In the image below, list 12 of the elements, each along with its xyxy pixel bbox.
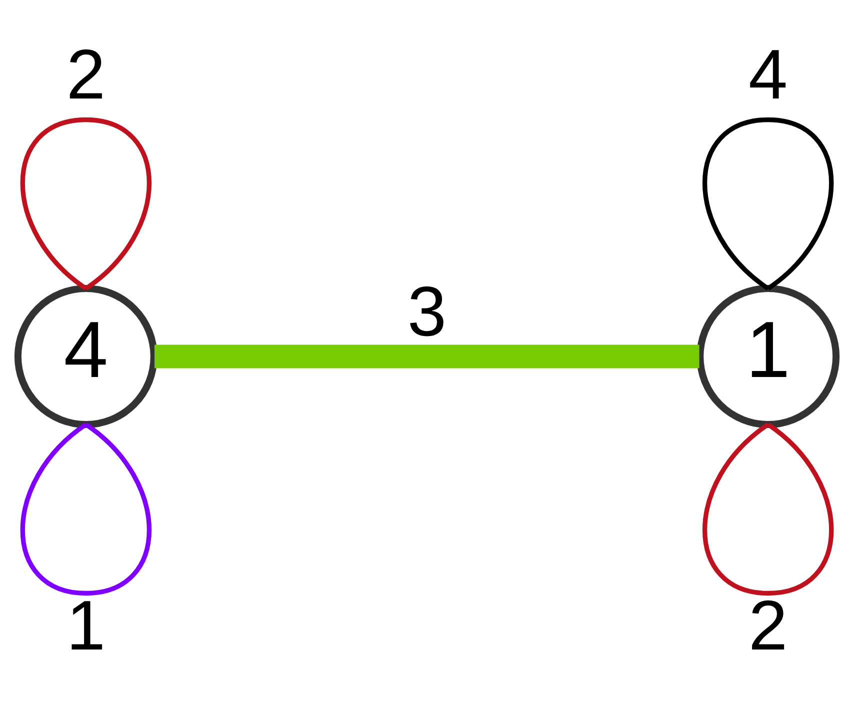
edge-label: 4 — [748, 34, 788, 114]
connector — [702, 116, 834, 290]
node-circle: 4 — [14, 284, 158, 428]
node-circle: 1 — [696, 284, 840, 428]
edge-label: 1 — [66, 585, 106, 664]
edge-label: 2 — [66, 34, 106, 114]
connector — [702, 422, 834, 596]
connector — [154, 344, 700, 368]
connector — [20, 116, 152, 290]
edge-label: 3 — [407, 270, 447, 350]
connector — [20, 422, 152, 596]
edge-label: 2 — [748, 585, 788, 664]
